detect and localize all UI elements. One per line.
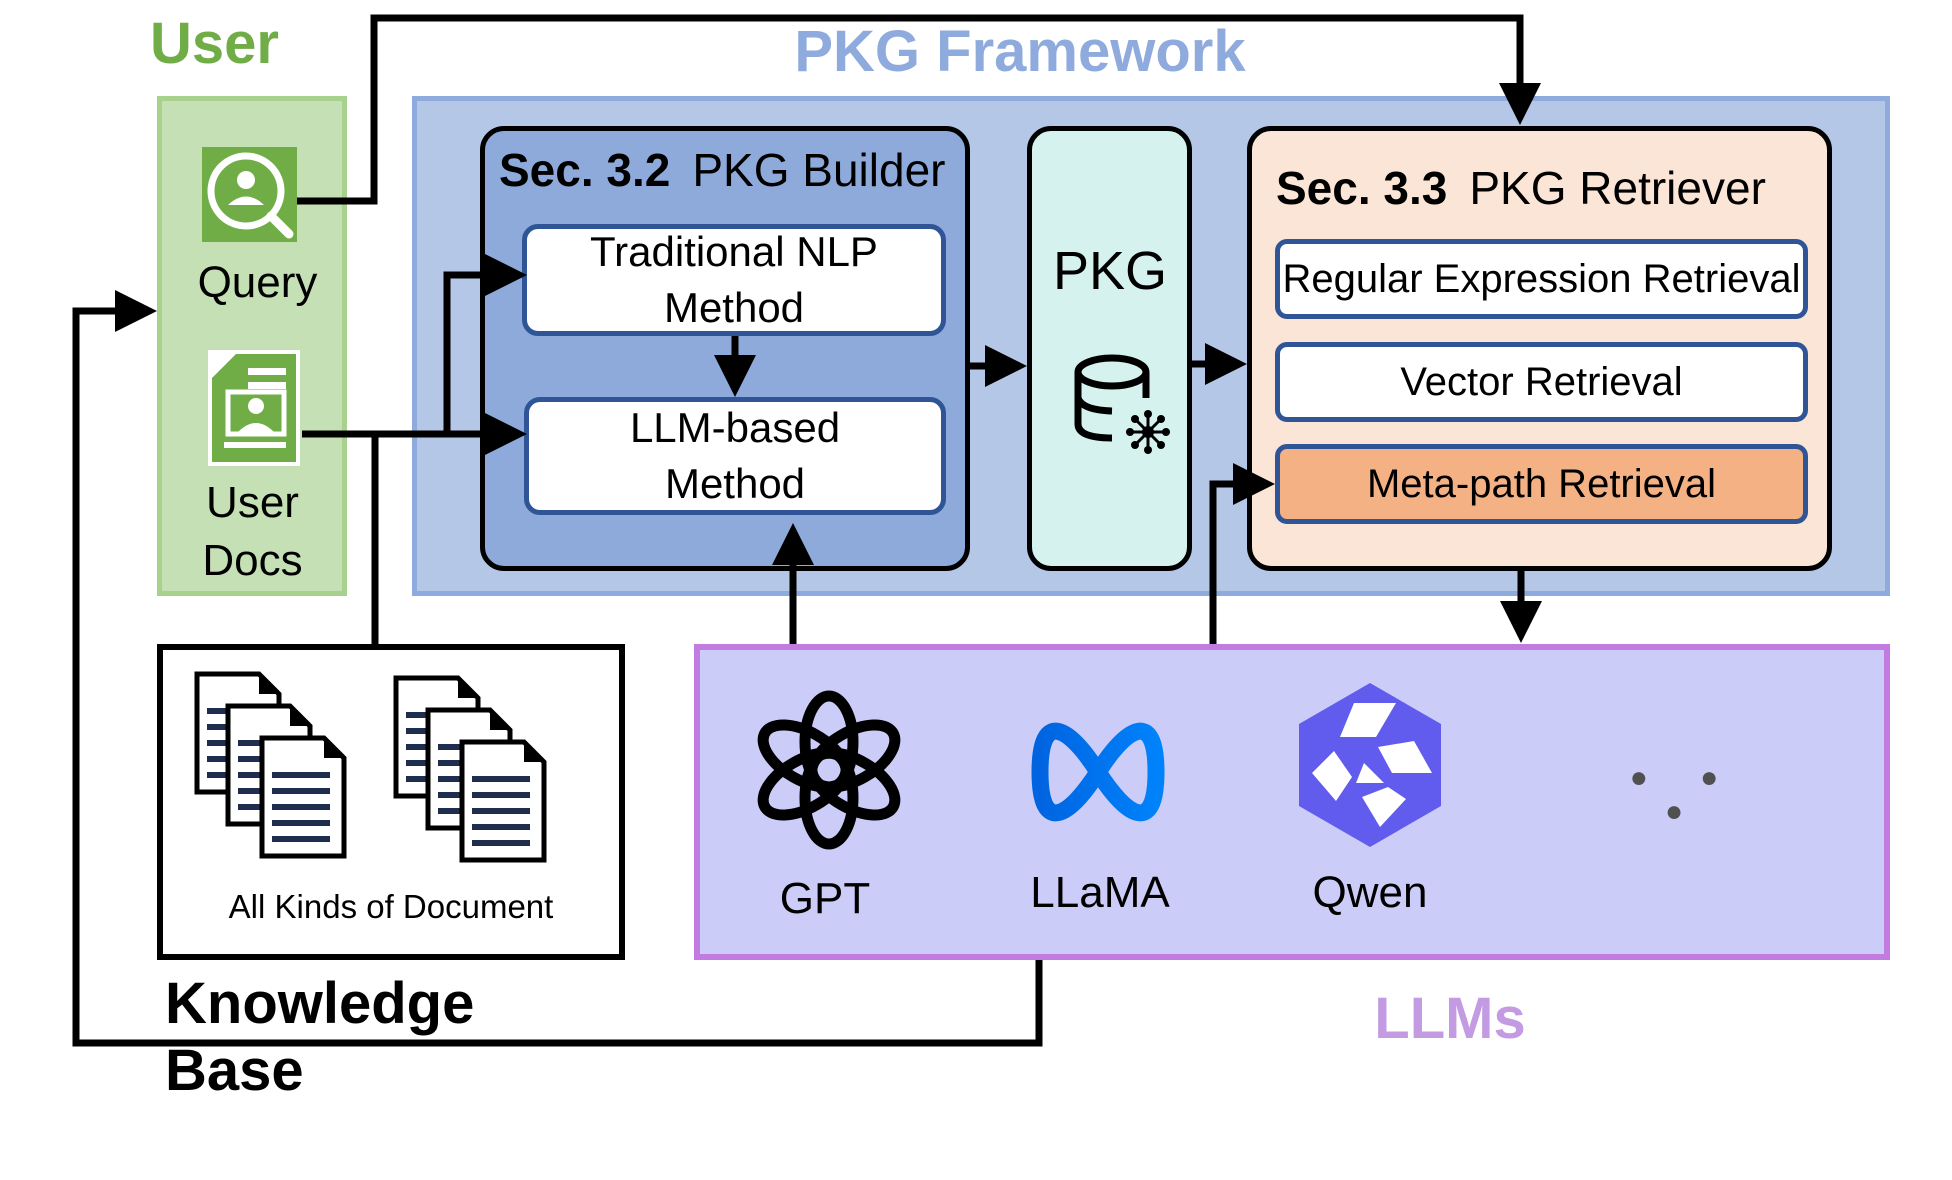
- user-docs-label: User Docs: [170, 474, 335, 590]
- user-docs-line2: Docs: [202, 536, 303, 585]
- method2-line2: Method: [664, 460, 806, 507]
- user-title: User: [150, 11, 279, 76]
- method2-line1: LLM-based: [629, 404, 841, 451]
- regex-retrieval: Regular Expression Retrieval: [1275, 239, 1808, 319]
- llms-title: LLMs: [1374, 986, 1526, 1051]
- builder-sec: Sec. 3.2: [499, 144, 671, 196]
- vector-retrieval: Vector Retrieval: [1275, 342, 1808, 422]
- documents-icon: [197, 674, 544, 860]
- qwen-label: Qwen: [1312, 868, 1428, 917]
- user-docs-line1: User: [206, 478, 299, 527]
- traditional-nlp-method: Traditional NLP Method: [522, 224, 946, 336]
- knowledge-base-title: Knowledge Base: [165, 971, 475, 1103]
- query-icon: [202, 147, 297, 242]
- user-docs-icon: [208, 350, 300, 466]
- llama-logo-icon: [1031, 722, 1165, 822]
- retriever-name: PKG Retriever: [1469, 162, 1766, 214]
- retriever-sec: Sec. 3.3: [1276, 162, 1448, 214]
- documents-caption: All Kinds of Document: [228, 888, 554, 925]
- pkg-store: [1027, 126, 1192, 571]
- framework-title: PKG Framework: [794, 19, 1246, 84]
- meta-path-retrieval: Meta-path Retrieval: [1275, 444, 1808, 524]
- query-label: Query: [197, 258, 318, 307]
- method1-line1: Traditional NLP: [590, 228, 878, 275]
- gpt-label: GPT: [779, 874, 871, 923]
- llm-based-method: LLM-based Method: [524, 397, 946, 515]
- qwen-logo-icon: [1299, 683, 1441, 847]
- gpt-logo-icon: [757, 690, 901, 850]
- database-network-icon: [1074, 354, 1170, 454]
- method1-line2: Method: [663, 284, 805, 331]
- retriever-title: Sec. 3.3 PKG Retriever: [1276, 161, 1766, 215]
- builder-name: PKG Builder: [692, 144, 946, 196]
- llama-label: LLaMA: [1030, 868, 1170, 917]
- arrows: [72, 14, 1542, 1047]
- pkg-label: PKG: [1052, 241, 1168, 301]
- builder-title: Sec. 3.2 PKG Builder: [499, 143, 945, 197]
